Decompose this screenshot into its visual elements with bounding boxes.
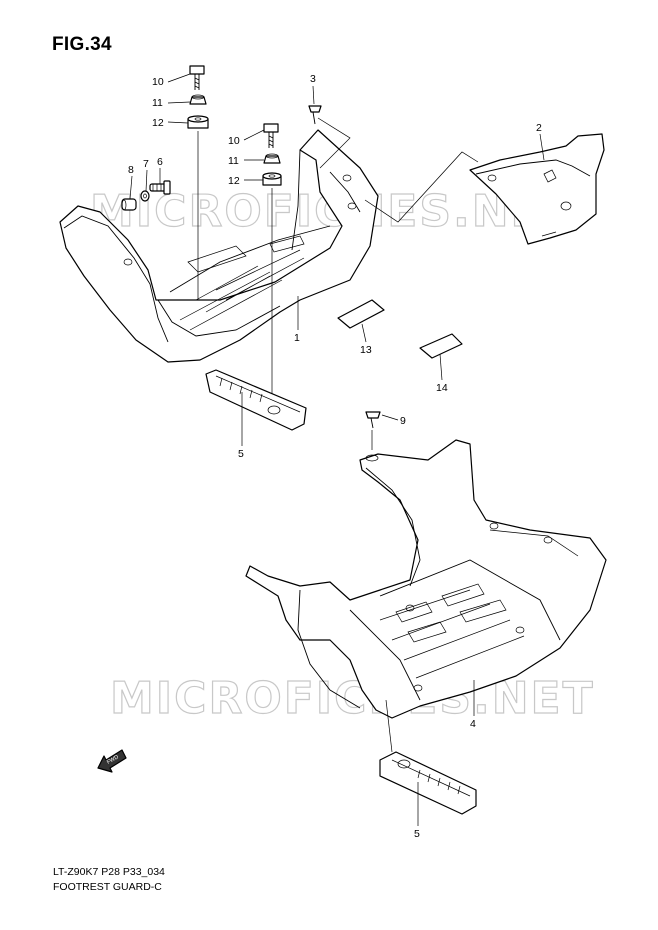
nut-11-upper	[189, 94, 207, 105]
washer-7	[140, 190, 150, 202]
callout-12: 12	[152, 117, 164, 129]
callout-11: 11	[152, 97, 163, 109]
callout-11: 11	[228, 155, 239, 167]
callout-4: 4	[470, 718, 476, 730]
callout-12: 12	[228, 175, 240, 187]
footrest-guard-left	[59, 129, 379, 363]
step-rubber-5-lower	[379, 751, 477, 815]
step-rubber-5-upper	[205, 369, 307, 431]
callout-3: 3	[310, 73, 316, 85]
callout-10: 10	[152, 76, 164, 88]
bracket-2	[469, 133, 605, 245]
section-name: FOOTREST GUARD-C	[53, 881, 162, 893]
nut-11-lower	[263, 153, 281, 164]
callout-5: 5	[414, 828, 420, 840]
callout-1: 1	[294, 332, 300, 344]
collar-8	[121, 198, 137, 211]
fwd-arrow-icon: FWD	[97, 749, 127, 773]
callout-5: 5	[238, 448, 244, 460]
spacer-12-upper	[187, 115, 209, 129]
callout-6: 6	[157, 156, 163, 168]
fwd-label: FWD	[106, 754, 120, 765]
callout-13: 13	[360, 344, 372, 356]
callout-14: 14	[436, 382, 448, 394]
callout-10: 10	[228, 135, 240, 147]
footrest-guard-right	[245, 439, 607, 719]
callout-2: 2	[536, 122, 542, 134]
callout-8: 8	[128, 164, 134, 176]
bolt-6	[149, 180, 171, 195]
pad-13	[337, 299, 385, 329]
model-code: LT-Z90K7 P28 P33_034	[53, 866, 165, 878]
watermark-bottom: MICROFICHES.NET	[110, 673, 595, 724]
pad-14	[419, 333, 463, 359]
bolt-10-lower	[263, 123, 279, 148]
callout-9: 9	[400, 415, 406, 427]
figure-title: FIG.34	[52, 34, 112, 55]
callout-7: 7	[143, 158, 149, 170]
clip-9	[365, 411, 381, 450]
bolt-10-upper	[189, 65, 205, 90]
clip-3	[308, 105, 351, 169]
spacer-12-lower	[262, 172, 282, 186]
